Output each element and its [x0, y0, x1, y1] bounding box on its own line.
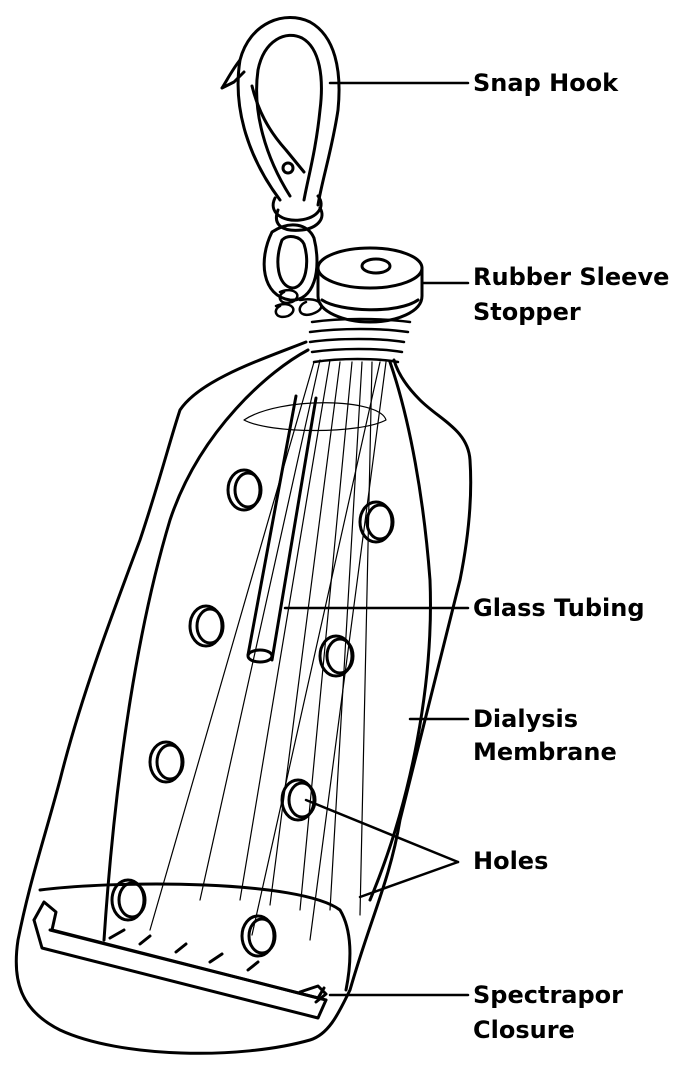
label-holes: Holes	[473, 846, 548, 876]
label-rubber-sleeve-line1: Rubber Sleeve	[473, 262, 669, 292]
spectrapor-closure	[34, 902, 326, 1018]
rubber-sleeve-stopper	[318, 248, 422, 322]
label-snap-hook: Snap Hook	[473, 68, 618, 98]
snap-hook	[222, 18, 339, 301]
label-dialysis-line2: Membrane	[473, 737, 617, 767]
label-glass-tubing: Glass Tubing	[473, 593, 645, 623]
leader-holes-a	[306, 800, 458, 862]
label-spectrapor-line2: Closure	[473, 1015, 575, 1045]
label-rubber-sleeve-line2: Stopper	[473, 297, 581, 327]
label-spectrapor-line1: Spectrapor	[473, 980, 623, 1010]
label-dialysis-line1: Dialysis	[473, 704, 578, 734]
leader-holes-b	[360, 862, 458, 897]
